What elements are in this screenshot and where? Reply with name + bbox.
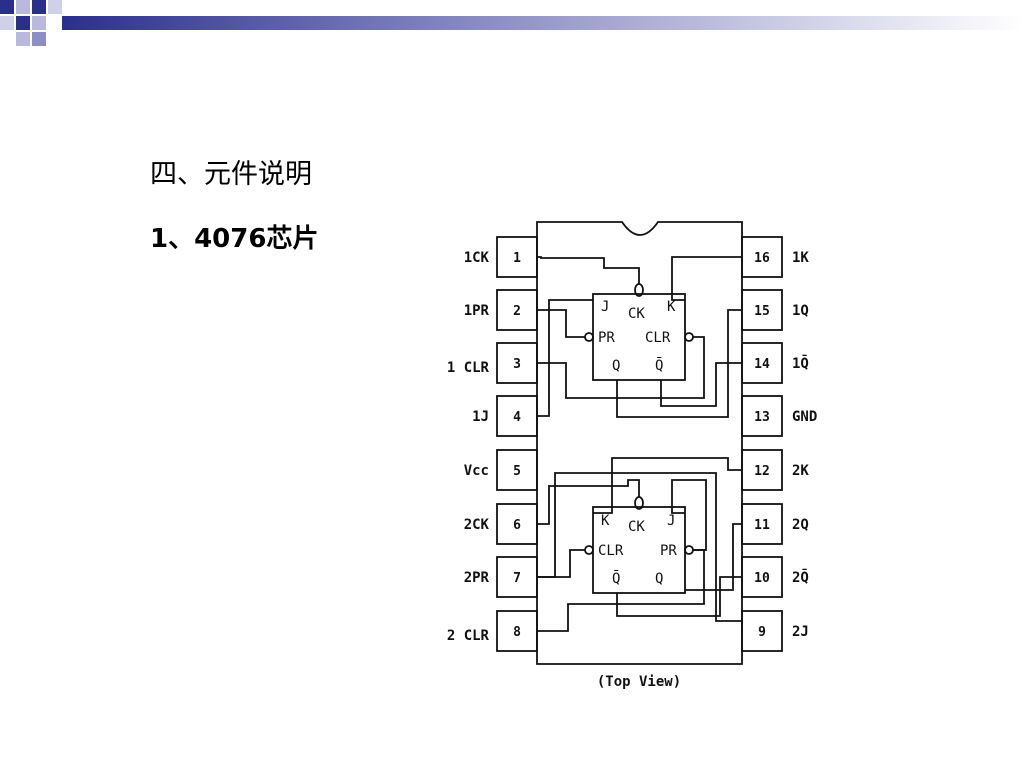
flipflop-1-pr-bubble [584,332,594,342]
pin-10-label: 2Q̄ [792,567,809,586]
pin-3-label: 1 CLR [447,360,490,376]
pin-3-number: 3 [513,357,521,372]
wire-2k [593,457,742,514]
pin-7-label: 2PR [464,570,490,586]
pin-13-box [741,395,783,437]
ff2-pr-label: PR [660,543,677,559]
ff2-q-label: Q [655,571,663,587]
pin-6-label: 2CK [464,517,490,533]
pin-12-label: 2K [792,463,809,479]
wire-1j [537,299,593,417]
pin-15-label: 1Q [792,303,809,319]
pin-1-number: 1 [513,251,521,266]
pin-2-label: 1PR [464,303,490,319]
pin-8-number: 8 [513,625,521,640]
decor-square [48,0,62,14]
pin-5-box [496,449,538,491]
pin-13-label: GND [792,409,817,425]
wire-1q [616,309,742,418]
wire-2ck [537,479,640,525]
ff1-ck-label: CK [628,306,645,322]
chip-body [536,221,743,665]
pin-9-label: 2J [792,624,809,640]
wire-1ck [537,256,640,284]
flipflop-2-pr-bubble [684,545,694,555]
pin-14-number: 14 [754,357,770,372]
pin-13-number: 13 [754,410,770,425]
wire-1qbar [660,362,742,407]
wire-2q [685,523,742,591]
decor-square [32,32,46,46]
wire-2j-internal [671,479,707,551]
ff2-k-label: K [601,513,610,529]
ff2-ck-label: CK [628,519,645,535]
ff1-q-label: Q [612,358,620,374]
ff2-j-label: J [667,513,675,529]
pin-5-number: 5 [513,464,521,479]
top-view-caption: (Top View) [597,674,681,690]
decor-square [0,0,14,14]
slide-subheading: 1、4076芯片 [150,224,319,254]
pin-12-number: 12 [754,464,770,479]
ff2-clr-label: CLR [598,543,624,559]
pin-16-label: 1K [792,250,809,266]
wire-2qbar [616,576,742,617]
ff1-j-label: J [601,299,609,315]
pin-4-label: 1J [472,409,489,425]
slide-header-decoration [0,0,1024,46]
pin-5-label: Vcc [464,463,489,479]
flipflop-1-clr-bubble [684,332,694,342]
pin-1-label: 1CK [464,250,490,266]
decor-square [16,0,30,14]
slide-heading: 四、元件说明 [150,159,312,190]
pin-11-number: 11 [754,518,770,533]
ff1-qbar-label: Q̄ [655,356,663,374]
ff2-qbar-label: Q̄ [612,569,620,587]
wire-1k [671,256,742,301]
pin-8-label: 2 CLR [447,628,490,644]
wire-2clr [537,549,705,632]
pin-6-number: 6 [513,518,521,533]
ff1-pr-label: PR [598,330,615,346]
header-bar [62,16,1024,30]
wire-1pr [537,309,585,338]
pin-7-number: 7 [513,571,521,586]
decor-square [16,32,30,46]
decor-square [32,0,46,14]
pin-16-number: 16 [754,251,770,266]
wire-1clr [537,336,705,399]
pin-14-label: 1Q̄ [792,353,809,372]
ff1-k-label: K [667,299,676,315]
ff1-clr-label: CLR [645,330,671,346]
pin-2-number: 2 [513,304,521,319]
pin-11-label: 2Q [792,517,809,533]
decor-square [32,16,46,30]
decor-square [16,16,30,30]
pin-10-number: 10 [754,571,770,586]
pin-4-number: 4 [513,410,521,425]
pin-15-number: 15 [754,304,770,319]
flipflop-2-clr-bubble [584,545,594,555]
pin-9-number: 9 [758,625,766,640]
decor-square [0,16,14,30]
wire-2pr-path [537,549,585,578]
